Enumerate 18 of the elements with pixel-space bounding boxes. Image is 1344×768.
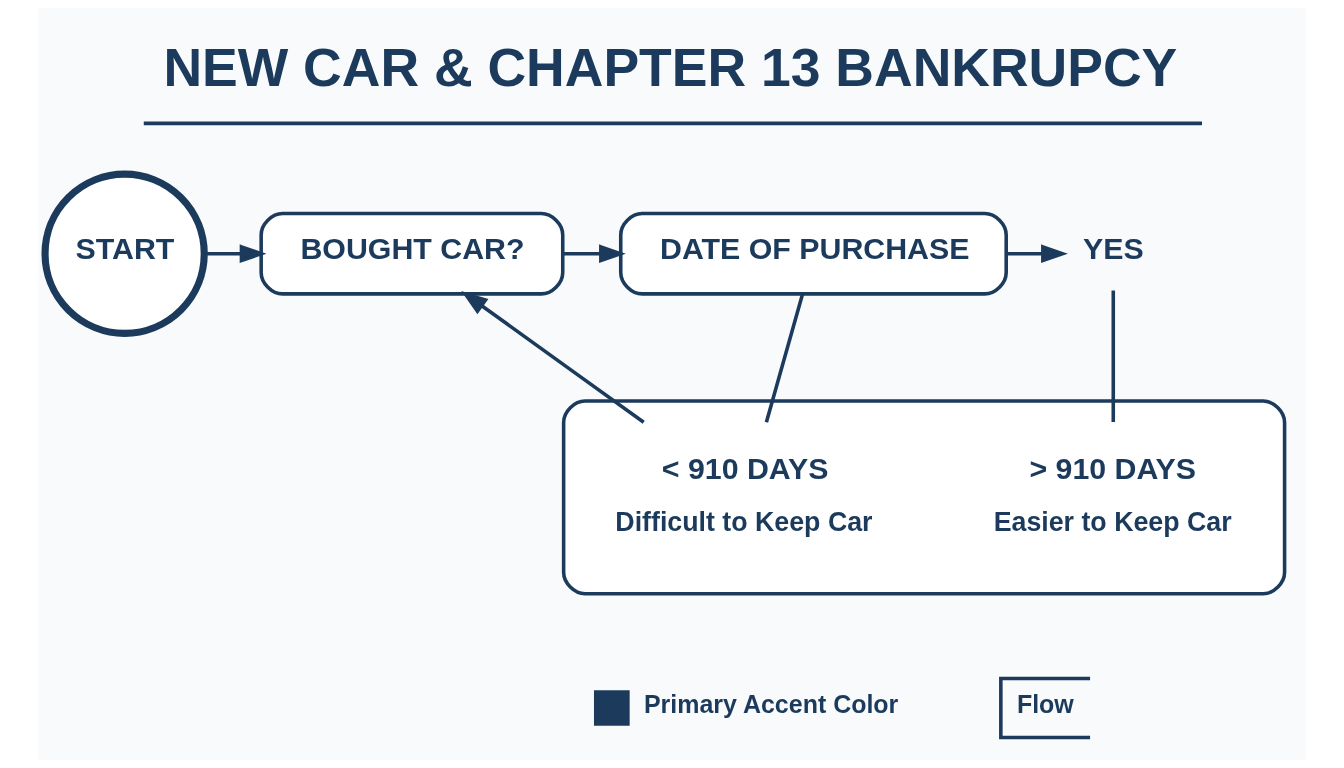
connector: [764, 293, 805, 423]
arrow: [1006, 244, 1068, 264]
node-box: DATE OF PURCHASE: [618, 211, 1008, 296]
node-label: Difficult to Keep Car: [615, 507, 873, 538]
legend-label: Primary Accent Color: [643, 689, 899, 718]
arrow: [563, 244, 626, 264]
arrow: [204, 244, 267, 264]
node-text: YES: [1082, 232, 1144, 266]
diagram-title: NEW CAR & CHAPTER 13 BANKRUPCY: [163, 37, 1178, 97]
legend-label: Flow: [1016, 689, 1074, 718]
connector: [1111, 290, 1116, 422]
node-text: > 910 DAYS: [1029, 451, 1197, 485]
node-label: Easier to Keep Car: [993, 507, 1232, 538]
node-box: BOUGHT CAR?: [259, 211, 565, 296]
cluster: [561, 399, 1287, 596]
node-text: < 910 DAYS: [661, 451, 829, 485]
node-circle: START: [41, 170, 208, 337]
arrow: [461, 290, 645, 424]
